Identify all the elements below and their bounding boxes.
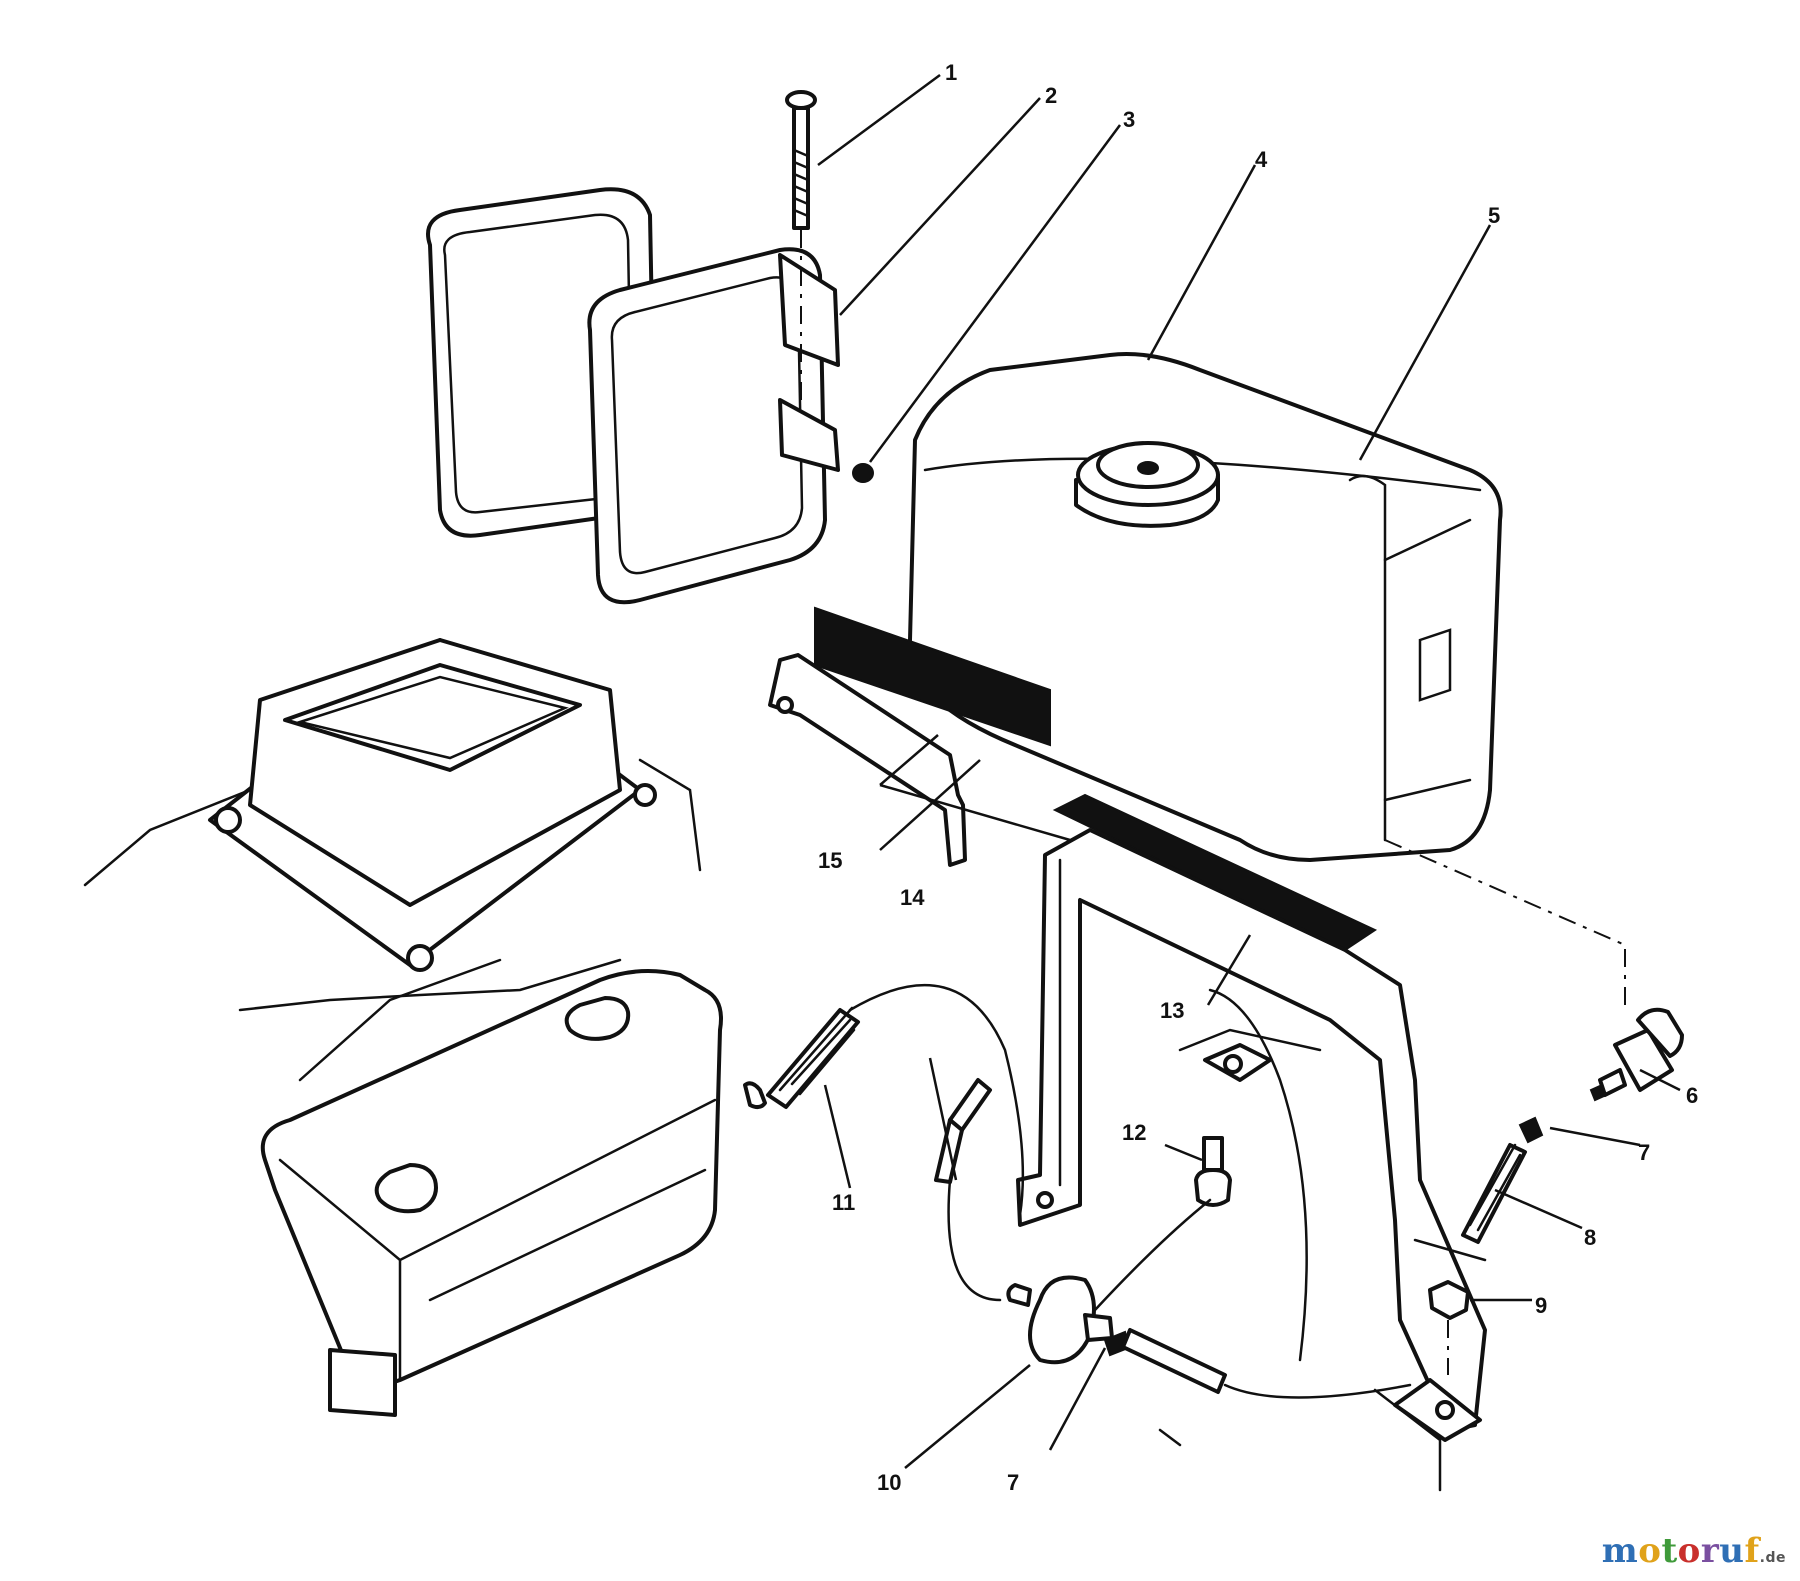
bolt — [785, 90, 817, 400]
fitting-12 — [1194, 1136, 1232, 1207]
callout-15: 15 — [818, 848, 842, 873]
callout-7-lower: 7 — [1007, 1470, 1019, 1495]
nut-9 — [1428, 1280, 1470, 1320]
callout-11: 11 — [832, 1190, 855, 1215]
leader-lines — [817, 73, 1681, 1469]
callout-8: 8 — [1584, 1225, 1596, 1250]
shroud-cover-right — [587, 247, 840, 605]
shutoff-valve — [1384, 839, 1684, 1102]
fuel-cap — [1074, 441, 1220, 528]
fuel-tank-small — [260, 969, 723, 1417]
watermark-suffix: .de — [1759, 1550, 1786, 1566]
callout-1: 1 — [945, 60, 957, 85]
engine-block-right — [1158, 988, 1487, 1492]
callout-4: 4 — [1255, 147, 1268, 172]
callout-7-upper: 7 — [1638, 1140, 1650, 1165]
tank-bracket — [1016, 828, 1487, 1442]
callout-14: 14 — [900, 885, 925, 910]
clamp-7-upper — [1518, 1116, 1544, 1144]
callout-2: 2 — [1045, 83, 1057, 108]
air-cleaner-housing — [208, 638, 657, 972]
callout-10: 10 — [877, 1470, 901, 1495]
fuel-filter — [947, 1178, 1114, 1365]
hose-8 — [1461, 1143, 1527, 1244]
strip-upper — [814, 606, 1051, 747]
callout-6: 6 — [1686, 1083, 1698, 1108]
nut-3 — [852, 463, 874, 483]
callout-13: 13 — [1160, 998, 1184, 1023]
hose-lower — [1121, 1328, 1412, 1399]
callout-labels: 1 2 3 4 5 6 7 7 8 9 10 11 12 13 14 15 — [818, 60, 1698, 1495]
callout-12: 12 — [1122, 1120, 1146, 1145]
watermark-logo: motoruf.de — [1601, 1531, 1786, 1571]
callout-9: 9 — [1535, 1293, 1547, 1318]
hose-11 — [743, 983, 1025, 1217]
callout-5: 5 — [1488, 203, 1500, 228]
fuel-tank — [907, 352, 1503, 862]
callout-3: 3 — [1123, 107, 1135, 132]
bracket-15 — [768, 653, 967, 867]
